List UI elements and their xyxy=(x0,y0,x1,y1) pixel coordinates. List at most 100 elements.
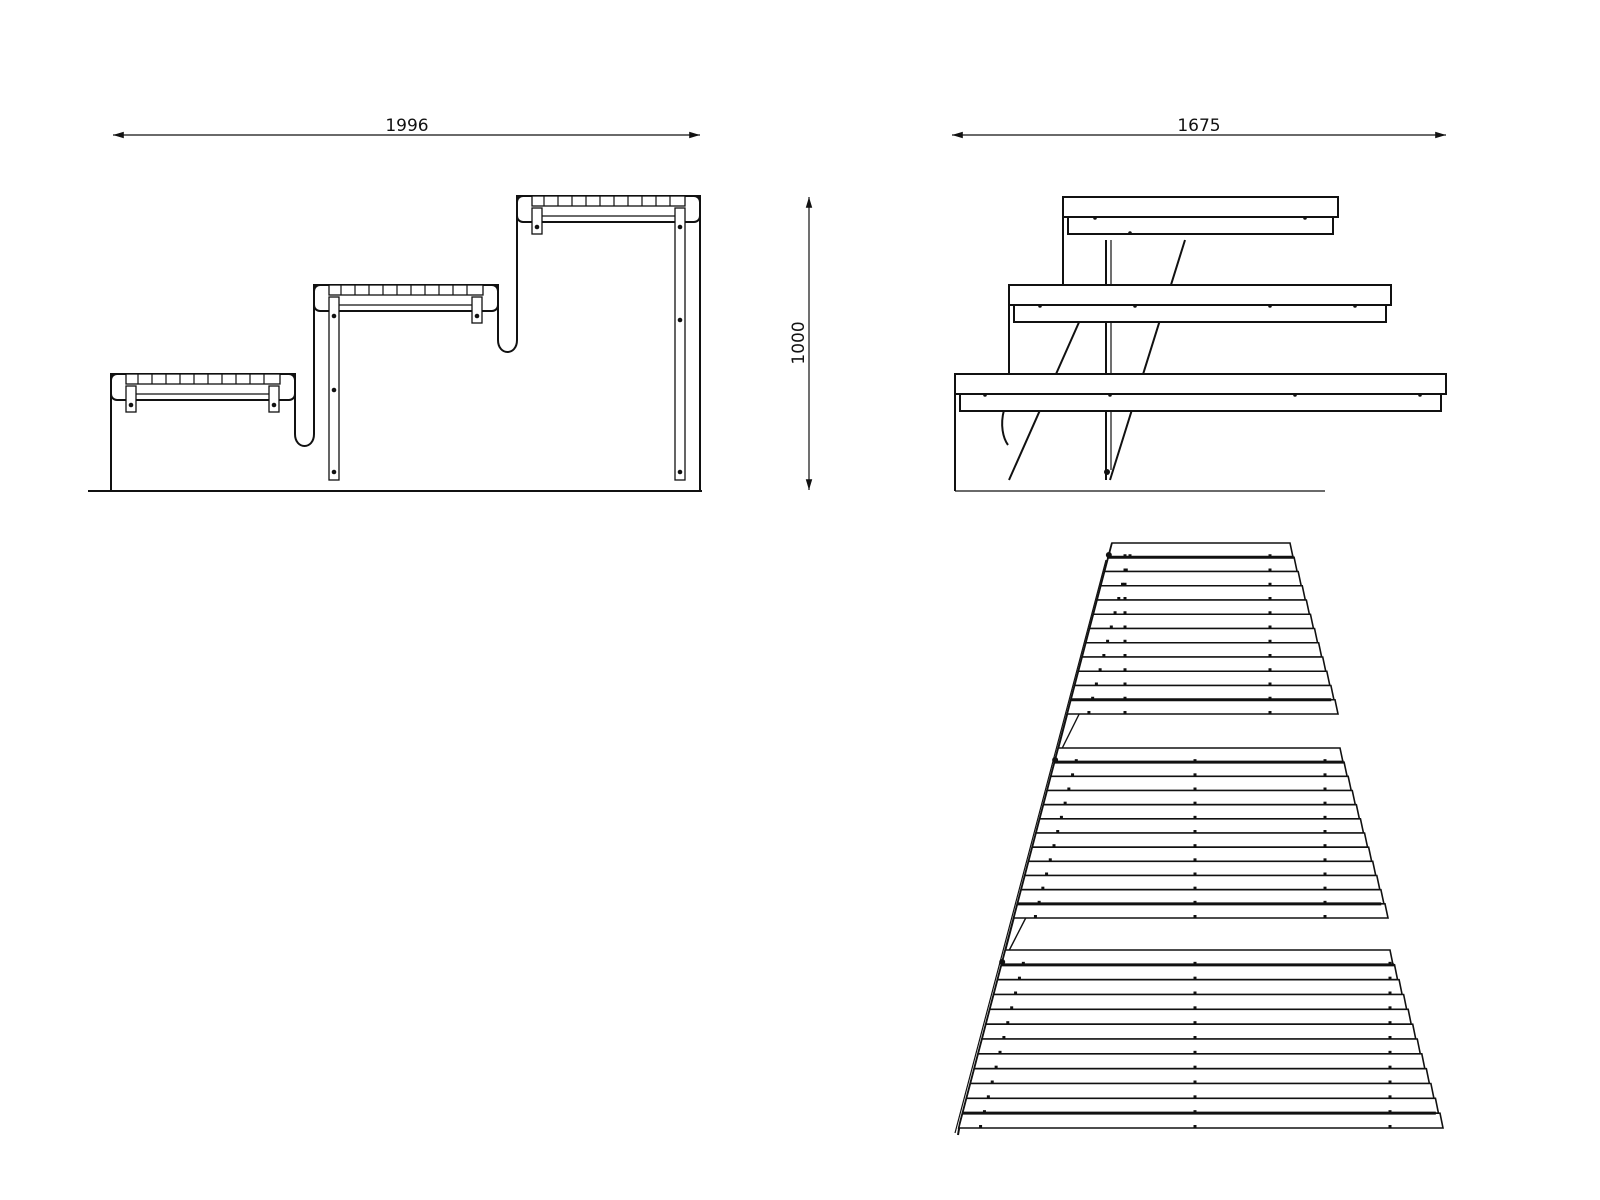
dimension-label-height: 1000 xyxy=(789,321,809,364)
plan-slat xyxy=(1012,903,1389,919)
plan-slat xyxy=(1034,818,1365,834)
plan-fastener xyxy=(1388,1080,1392,1084)
plan-fastener xyxy=(1123,597,1127,600)
plan-slat xyxy=(1073,670,1331,687)
side-plank-low xyxy=(954,373,1447,412)
plan-fastener xyxy=(1268,668,1272,672)
plan-slat xyxy=(1016,888,1385,905)
plan-fastener xyxy=(1193,1095,1197,1099)
plan-fastener xyxy=(1323,787,1327,791)
plan-slat xyxy=(1042,789,1357,806)
plan-slat xyxy=(1023,860,1377,877)
plan-fastener xyxy=(1063,801,1067,805)
plan-fastener xyxy=(1098,668,1102,672)
plan-fastener xyxy=(1106,639,1110,643)
plan-fastener xyxy=(1193,1125,1197,1128)
dimension-label-side-depth: 1675 xyxy=(1177,116,1220,136)
plan-step-2 xyxy=(1012,747,1389,919)
plan-slat xyxy=(1103,556,1299,573)
plan-fastener xyxy=(1388,1050,1392,1054)
plan-slat xyxy=(1031,832,1369,848)
plan-fastener xyxy=(1323,844,1327,848)
side-view xyxy=(954,196,1447,491)
plan-fastener xyxy=(1193,886,1197,890)
plan-fastener xyxy=(1193,844,1197,848)
plan-slat xyxy=(1027,846,1373,863)
plan-fastener xyxy=(1388,1036,1392,1039)
plan-fastener xyxy=(1094,682,1098,686)
plan-slat xyxy=(1053,747,1344,763)
plan-fastener xyxy=(1033,915,1037,918)
plan-fastener xyxy=(1193,976,1197,980)
plan-slat xyxy=(980,1023,1417,1040)
plan-slat xyxy=(1096,584,1307,601)
plan-fastener xyxy=(1193,830,1197,833)
plan-fastener xyxy=(1388,1021,1392,1025)
plan-fastener xyxy=(1052,844,1056,848)
plan-slat xyxy=(1088,613,1315,630)
plan-fastener xyxy=(1041,886,1045,890)
plan-fastener xyxy=(1102,654,1106,657)
plan-fastener xyxy=(1123,654,1127,657)
plan-fastener xyxy=(1002,1036,1006,1039)
plan-fastener xyxy=(1121,582,1125,586)
plan-slat xyxy=(965,1082,1435,1100)
plan-step-1 xyxy=(1066,542,1339,715)
plan-fastener xyxy=(1268,625,1272,629)
front-step-high xyxy=(516,195,701,481)
plan-fastener xyxy=(1045,872,1049,876)
plan-slat xyxy=(957,1112,1444,1129)
plan-corner-dot xyxy=(999,959,1006,965)
plan-fastener xyxy=(1014,991,1018,995)
plan-fastener xyxy=(986,1095,990,1099)
plan-fastener xyxy=(1010,1006,1014,1010)
plan-fastener xyxy=(1193,773,1197,777)
plan-slat xyxy=(984,1008,1413,1025)
plan-slat xyxy=(1081,641,1323,658)
dimension-height: 1000 xyxy=(789,197,813,490)
plan-step-3 xyxy=(957,949,1444,1129)
plan-fastener xyxy=(1388,1095,1392,1099)
plan-support-rail xyxy=(1008,917,1027,951)
plan-slat xyxy=(969,1067,1431,1085)
plan-fastener xyxy=(1193,801,1197,805)
plan-fastener xyxy=(1193,1021,1197,1025)
plan-slat xyxy=(1077,656,1327,673)
plan-slat xyxy=(1069,684,1335,701)
plan-fastener xyxy=(1323,872,1327,876)
plan-fastener xyxy=(979,1125,983,1128)
plan-fastener xyxy=(1123,668,1127,672)
plan-fastener xyxy=(1323,858,1327,862)
side-plank-mid xyxy=(1008,284,1392,323)
plan-corner-dot xyxy=(1105,552,1112,558)
plan-slat xyxy=(1066,698,1339,715)
plan-fastener xyxy=(1323,801,1327,805)
plan-fastener xyxy=(1323,886,1327,890)
side-plank-top xyxy=(1062,196,1339,235)
plan-support-rail xyxy=(1061,713,1080,749)
plan-fastener xyxy=(1323,773,1327,777)
front-step-low xyxy=(110,373,296,413)
plan-fastener xyxy=(1268,582,1272,586)
plan-fastener xyxy=(1123,711,1127,714)
front-step-mid xyxy=(313,284,499,481)
plan-fastener xyxy=(1193,1065,1197,1069)
plan-fastener xyxy=(1388,976,1392,980)
plan-fastener xyxy=(1193,858,1197,862)
plan-fastener xyxy=(1048,858,1052,862)
plan-fastener xyxy=(1067,787,1071,791)
plan-fastener xyxy=(1123,611,1127,615)
plan-fastener xyxy=(1323,815,1327,819)
plan-fastener xyxy=(1193,915,1197,918)
plan-fastener xyxy=(1193,815,1197,819)
plan-slat xyxy=(973,1053,1426,1070)
plan-corner-dot xyxy=(1052,757,1059,763)
plan-fastener xyxy=(1193,1036,1197,1039)
plan-fastener xyxy=(1193,1006,1197,1010)
plan-fastener xyxy=(1109,625,1113,629)
plan-fastener xyxy=(1193,1050,1197,1054)
plan-fastener xyxy=(1268,654,1272,657)
plan-fastener xyxy=(1006,1021,1010,1025)
plan-fastener xyxy=(998,1050,1002,1054)
